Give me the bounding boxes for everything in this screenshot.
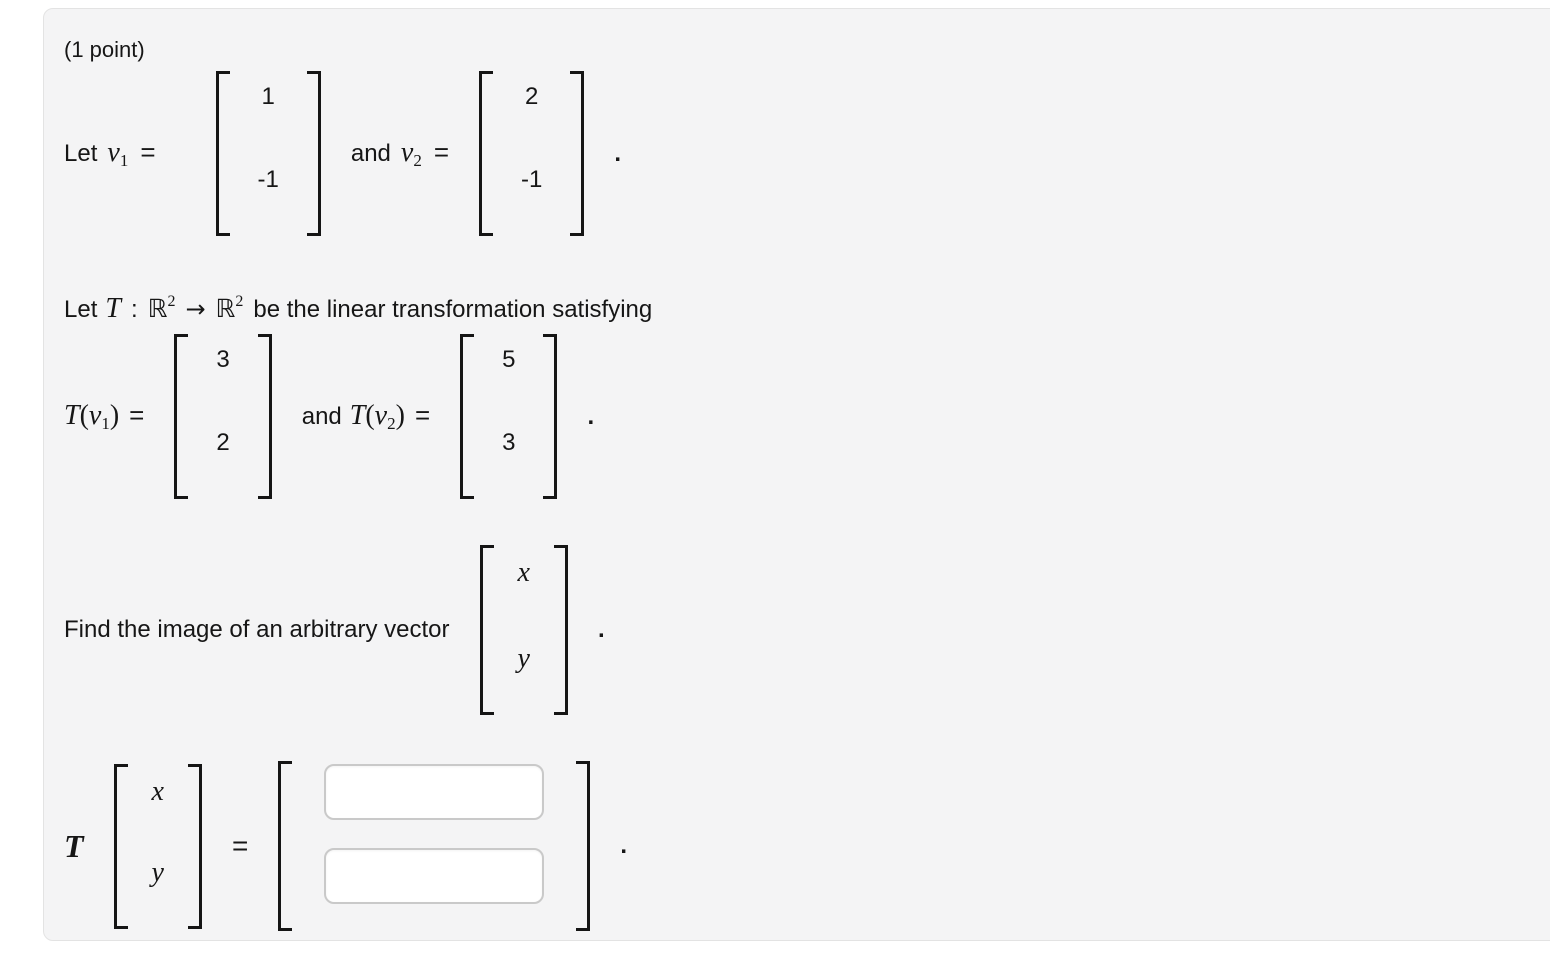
- left-bracket: [479, 545, 494, 715]
- right-bracket: [306, 71, 321, 236]
- statement-text: be the linear transformation satisfying: [253, 296, 653, 323]
- answer-bracket-group: [278, 761, 591, 931]
- right-bracket: [187, 763, 202, 929]
- v2-subscript: 2: [413, 150, 422, 170]
- answer-input-1[interactable]: [324, 764, 545, 820]
- matrix-entry: 3: [502, 429, 516, 456]
- open-paren: (: [365, 399, 375, 431]
- right-bracket: [257, 334, 272, 499]
- codomain-exponent: 2: [235, 293, 244, 310]
- open-paren: (: [79, 399, 89, 431]
- v2-symbol: v: [374, 399, 388, 431]
- right-bracket: [543, 334, 558, 499]
- answer-row: T x y = .: [64, 761, 1549, 931]
- answer-xy-matrix: x y: [113, 763, 202, 929]
- equals-sign: =: [433, 136, 450, 167]
- sentence-period: .: [620, 832, 628, 859]
- T-symbol: T: [349, 399, 366, 431]
- matrix-entry: x: [151, 775, 164, 807]
- left-bracket: [479, 71, 494, 236]
- T-symbol: T: [64, 399, 80, 431]
- equals-sign: =: [231, 830, 249, 861]
- T-v1-matrix: 3 2: [174, 334, 272, 499]
- find-image-text: Find the image of an arbitrary vector: [64, 616, 450, 643]
- left-bracket: [113, 763, 128, 929]
- left-bracket: [278, 761, 293, 931]
- let-label: Let: [64, 139, 98, 167]
- T-symbol: T: [105, 293, 121, 324]
- reals-domain-symbol: ℝ: [147, 294, 168, 323]
- left-bracket: [460, 334, 475, 499]
- and-label: and: [350, 139, 391, 167]
- left-bracket: [174, 334, 189, 499]
- v1-subscript: 1: [101, 413, 110, 433]
- sentence-period: .: [614, 139, 622, 167]
- v2-symbol: v: [400, 136, 414, 168]
- matrix-entry: y: [517, 643, 530, 674]
- points-label: (1 point): [64, 37, 145, 62]
- v1-matrix: 1 -1: [215, 71, 321, 236]
- right-bracket: [576, 761, 591, 931]
- right-bracket: [553, 545, 568, 715]
- sentence-period: .: [587, 402, 595, 430]
- matrix-entry: y: [151, 856, 164, 888]
- v2-matrix: 2 -1: [479, 71, 585, 236]
- matrix-entry: 2: [216, 429, 230, 456]
- equals-sign: =: [414, 399, 431, 430]
- matrix-entry: -1: [521, 166, 543, 193]
- T-symbol-large: T: [64, 827, 84, 864]
- matrix-entry: 5: [502, 346, 516, 373]
- matrix-entry: 2: [525, 83, 539, 110]
- equals-sign: =: [129, 399, 145, 430]
- matrix-entry: 1: [261, 83, 275, 110]
- v1-subscript: 1: [119, 150, 129, 170]
- close-paren: ): [395, 399, 405, 431]
- equals-sign: =: [140, 136, 156, 167]
- matrix-entry: x: [517, 557, 530, 588]
- colon: :: [130, 296, 138, 323]
- matrix-entry: 3: [216, 346, 230, 373]
- T-v1-phrase: T(v1) =: [64, 400, 144, 434]
- sentence-period: .: [597, 616, 605, 643]
- right-bracket: [570, 71, 585, 236]
- reals-codomain-symbol: ℝ: [215, 294, 236, 323]
- answer-input-2[interactable]: [324, 848, 545, 904]
- let-label: Let: [64, 296, 98, 323]
- matrix-entry: -1: [257, 166, 279, 193]
- close-paren: ): [109, 399, 120, 431]
- v1-symbol: v: [88, 399, 102, 431]
- T-v2-matrix: 5 3: [460, 334, 558, 499]
- xy-vector-matrix: x y: [479, 545, 568, 715]
- v2-subscript: 2: [387, 413, 396, 433]
- left-bracket: [215, 71, 230, 236]
- find-image-row: Find the image of an arbitrary vector x …: [64, 545, 1549, 715]
- and-label: and: [301, 402, 342, 430]
- domain-exponent: 2: [167, 293, 176, 310]
- v1-symbol: v: [107, 136, 120, 168]
- right-arrow: →: [185, 295, 206, 323]
